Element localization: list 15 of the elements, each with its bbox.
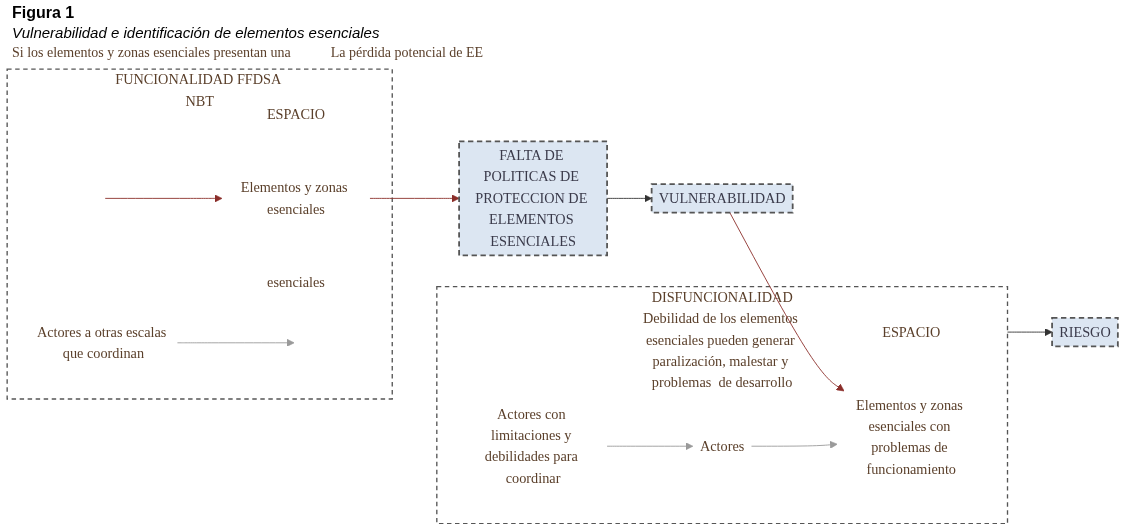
node-text: ESPACIO xyxy=(882,323,941,339)
node-text: Actores a otras escalas que coordinan xyxy=(36,323,167,361)
node-text: Elementos y zonas esenciales xyxy=(240,179,348,216)
figure-title: Figura 1 xyxy=(12,4,76,22)
figure-caption: Vulnerabilidad e identificación de elementos esenciales xyxy=(12,24,381,41)
node-box: VULNERABILIDAD xyxy=(650,182,794,214)
node-box: FALTA DE POLITICAS DE PROTECCION DE ELEMENTOS ESENCIALES xyxy=(458,140,608,256)
node-text: esenciales xyxy=(267,273,325,289)
note-text: Si los elementos y zonas esenciales presentan una xyxy=(12,45,291,61)
node-text: ESPACIO xyxy=(266,106,326,122)
node-text: Actores xyxy=(699,437,745,453)
node-text: Elementos y zonas esenciales con problemas de funcionamiento xyxy=(855,396,963,477)
note-text: La pérdida potencial de EE xyxy=(330,45,484,61)
node-text: Actores con limitaciones y debilidades para coordinar xyxy=(484,405,578,485)
node-box: RIESGO xyxy=(1051,316,1119,347)
